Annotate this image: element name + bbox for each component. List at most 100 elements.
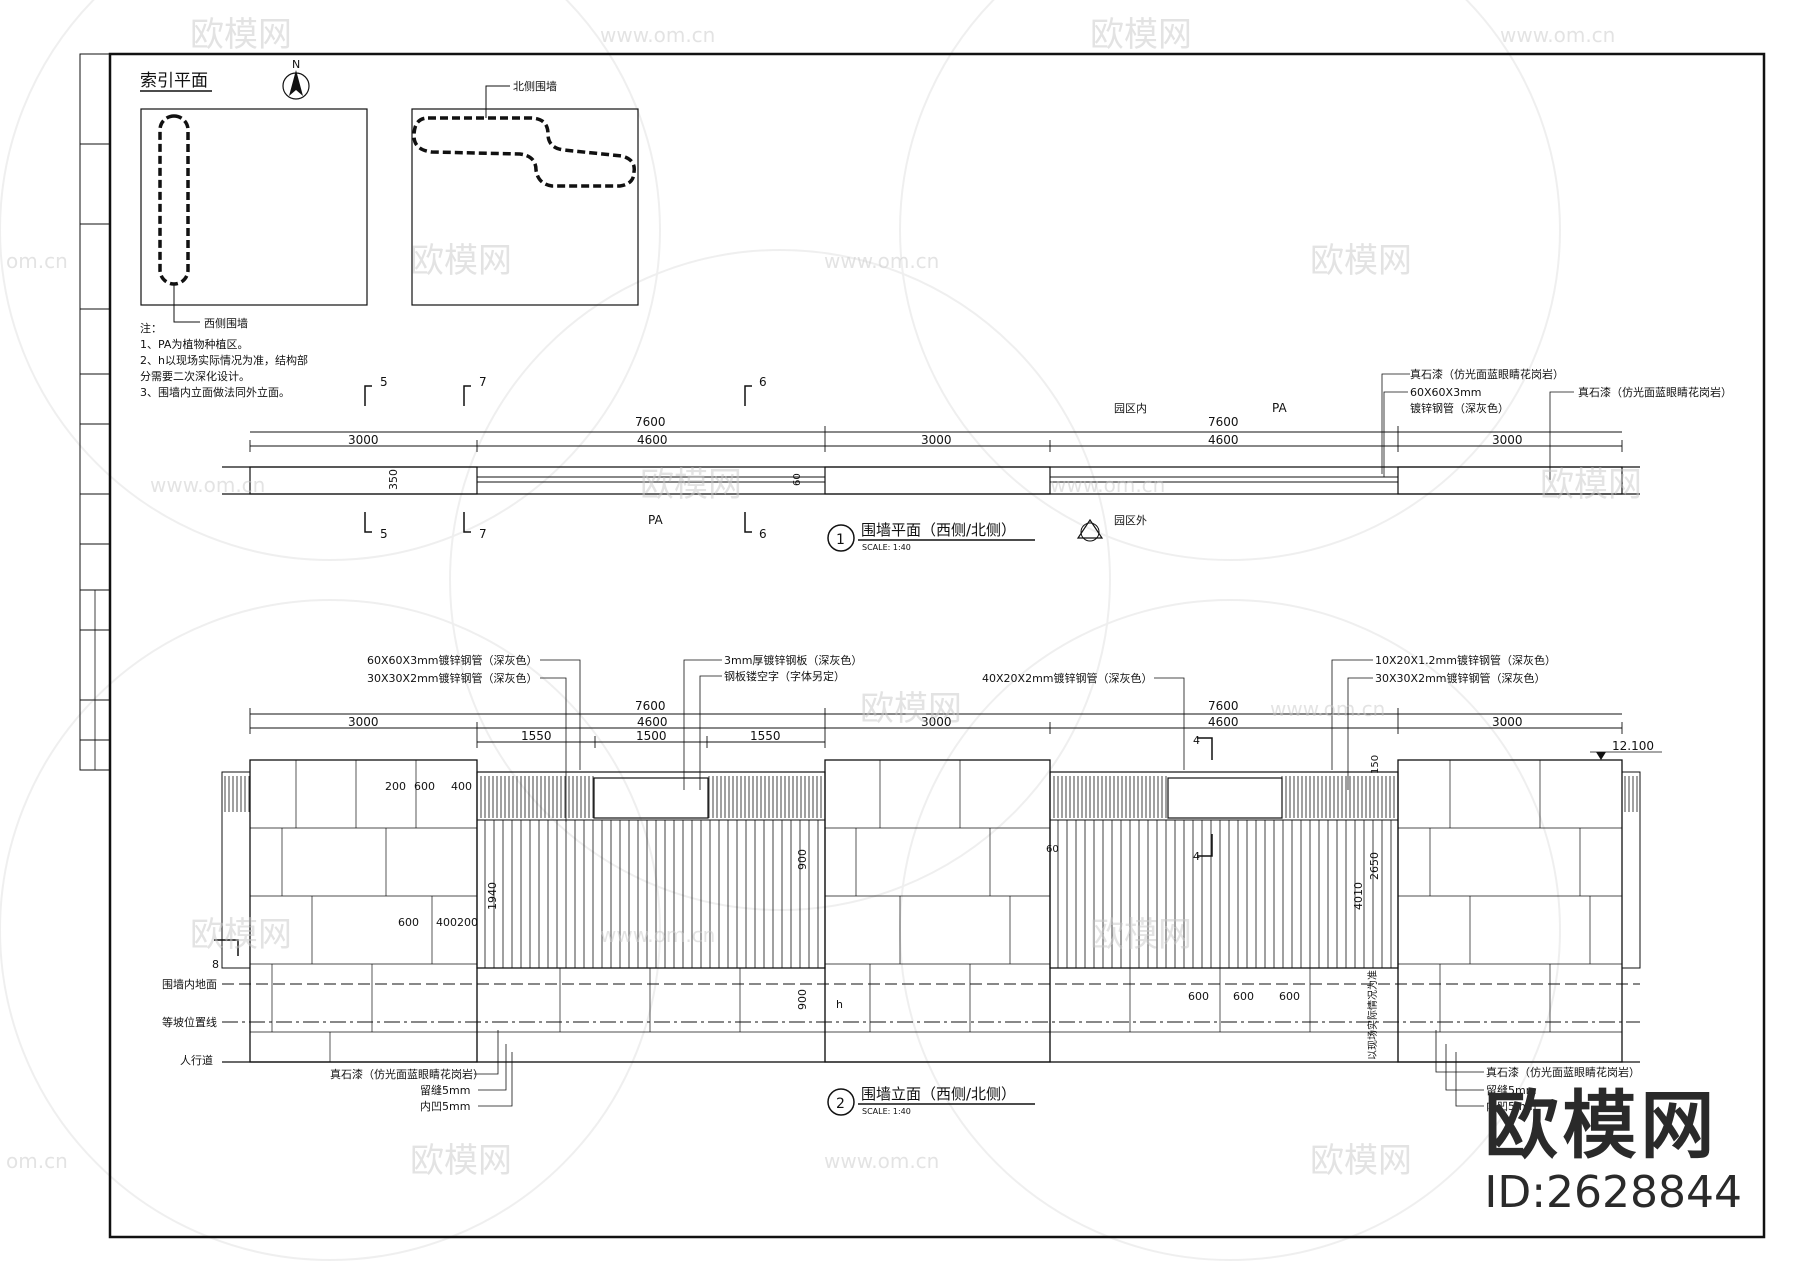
elev-dim-label: 400200 bbox=[436, 916, 478, 929]
pa-label: PA bbox=[1272, 401, 1287, 415]
plan-dim-top: 7600 bbox=[1208, 415, 1239, 429]
material-label: 内凹5mm bbox=[420, 1099, 470, 1113]
elev-callout: 钢板镂空字（字体另定） bbox=[724, 669, 845, 683]
material-label: 内凹5mm bbox=[1486, 1099, 1536, 1113]
elev-leaders bbox=[540, 659, 1373, 822]
elev-subdim: 1550 bbox=[521, 729, 552, 743]
plan-callout: 真石漆（仿光面蓝眼睛花岗岩） bbox=[1578, 385, 1732, 399]
index-plan: 索引平面 N 西侧围墙 北侧围墙 bbox=[140, 58, 639, 330]
watermark-text: 欧模网 www.om.cn 欧模网 www.om.cn om.cn 欧模网 ww… bbox=[6, 15, 1642, 1181]
elev-callout: 30X30X2mm镀锌钢管（深灰色） bbox=[1375, 671, 1546, 685]
plan-dimensions bbox=[249, 426, 1623, 452]
section-markers bbox=[364, 385, 752, 533]
plan-title-num: 1 bbox=[836, 532, 845, 548]
watermark: www.om.cn bbox=[1270, 697, 1385, 721]
elev-dim-label: 60 bbox=[1046, 844, 1059, 855]
material-label: 真石漆（仿光面蓝眼睛花岗岩） bbox=[1486, 1065, 1640, 1079]
watermark: www.om.cn bbox=[600, 23, 715, 47]
elev-section-ref: 4 bbox=[1193, 850, 1200, 863]
plan-title-badge bbox=[827, 524, 855, 552]
watermark: www.om.cn bbox=[1500, 23, 1615, 47]
plan-dim: 4600 bbox=[1208, 433, 1239, 447]
material-label: 留缝5mm bbox=[1486, 1083, 1536, 1097]
elev-dim-label: 400 bbox=[451, 780, 472, 793]
watermark: www.om.cn bbox=[150, 473, 265, 497]
north-wall-outline bbox=[412, 116, 636, 188]
elev-dim-label: 900 bbox=[796, 849, 809, 870]
watermark: 欧模网 bbox=[190, 15, 292, 55]
elev-callout: 3mm厚镀锌钢板（深灰色） bbox=[724, 653, 862, 667]
frame bbox=[79, 52, 1766, 1239]
plan-dim: 3000 bbox=[921, 433, 952, 447]
section-ref: 5 bbox=[380, 375, 388, 389]
watermark: www.om.cn bbox=[824, 1149, 939, 1173]
elev-dim: 4600 bbox=[637, 715, 668, 729]
elev-dim-label: 600 bbox=[398, 916, 419, 929]
plan-gap: 60 bbox=[792, 473, 803, 486]
elev-dim-top: 7600 bbox=[635, 699, 666, 713]
brand-stamp: 欧模网 ID:2628844 bbox=[1484, 1089, 1742, 1217]
watermark: 欧模网 bbox=[1090, 915, 1192, 955]
elev-dim-label: 1940 bbox=[486, 882, 499, 910]
note-line: 1、PA为植物种植区。 bbox=[140, 337, 248, 351]
watermark: www.om.cn bbox=[1050, 473, 1165, 497]
elev-dim-label: 600 bbox=[1188, 990, 1209, 1003]
north-index-box bbox=[411, 108, 639, 306]
elev-callout: 60X60X3mm镀锌钢管（深灰色） bbox=[367, 653, 538, 667]
north-label: N bbox=[292, 58, 300, 71]
north-wall-label: 北侧围墙 bbox=[513, 79, 557, 93]
watermark: 欧模网 bbox=[640, 465, 742, 505]
material-leaders bbox=[474, 1030, 1484, 1107]
plan-callout: 60X60X3mm bbox=[1410, 386, 1482, 399]
north-arrow-icon bbox=[282, 70, 310, 100]
note-line: 注： bbox=[140, 321, 162, 335]
fence-pickets bbox=[224, 776, 1638, 968]
plan-wall-strip bbox=[222, 466, 1640, 495]
watermark: om.cn bbox=[6, 1149, 68, 1173]
elev-title-num: 2 bbox=[836, 1096, 845, 1112]
elev-title: 围墙立面（西侧/北侧） bbox=[861, 1085, 1016, 1103]
watermark: 欧模网 bbox=[860, 689, 962, 729]
elev-section-ref: 8 bbox=[212, 958, 219, 971]
elev-section-ref: 4 bbox=[1193, 734, 1200, 747]
section-ref: 5 bbox=[380, 527, 388, 541]
plan-dim: 3000 bbox=[348, 433, 379, 447]
watermark: 欧模网 bbox=[410, 241, 512, 281]
elev-dim-top: 7600 bbox=[1208, 699, 1239, 713]
elev-dimensions bbox=[249, 708, 1623, 748]
pa-label: PA bbox=[648, 513, 663, 527]
watermark-layer bbox=[0, 0, 1561, 1261]
note-line: 2、h以现场实际情况为准，结构部 bbox=[140, 353, 308, 367]
brand-logo: 欧模网 bbox=[1484, 1082, 1719, 1169]
outside-label: 园区外 bbox=[1114, 514, 1147, 527]
west-wall-label: 西侧围墙 bbox=[204, 316, 248, 330]
elev-dim-label: 600 bbox=[1279, 990, 1300, 1003]
material-label: 留缝5mm bbox=[420, 1083, 470, 1097]
index-plan-title: 索引平面 bbox=[140, 71, 208, 91]
elev-subdim: 1550 bbox=[750, 729, 781, 743]
plan-dim-top: 7600 bbox=[635, 415, 666, 429]
watermark: 欧模网 bbox=[1310, 1141, 1412, 1181]
elev-dim-label: h bbox=[836, 998, 843, 1011]
plan-title: 围墙平面（西侧/北侧） bbox=[861, 521, 1016, 539]
wall-elevation: 60X60X3mm镀锌钢管（深灰色） 30X30X2mm镀锌钢管（深灰色） 3m… bbox=[162, 653, 1662, 1116]
elev-wall bbox=[221, 759, 1641, 1063]
note-line: 3、围墙内立面做法同外立面。 bbox=[140, 385, 290, 399]
plan-callout: 真石漆（仿光面蓝眼睛花岗岩） bbox=[1410, 367, 1564, 381]
elev-dim: 3000 bbox=[1492, 715, 1523, 729]
view-direction-icon bbox=[1076, 518, 1104, 542]
watermark: 欧模网 bbox=[1540, 465, 1642, 505]
elev-dim-label: 900 bbox=[796, 989, 809, 1010]
elev-dim-label: 2650 bbox=[1368, 852, 1381, 880]
elev-dim-label: 600 bbox=[414, 780, 435, 793]
wall-plan: 7600 7600 3000 4600 3000 4600 3000 350 6… bbox=[222, 367, 1732, 552]
brand-id: ID:2628844 bbox=[1484, 1166, 1742, 1218]
elev-dim-label: 200 bbox=[385, 780, 406, 793]
elev-callout: 30X30X2mm镀锌钢管（深灰色） bbox=[367, 671, 538, 685]
watermark: 欧模网 bbox=[1310, 241, 1412, 281]
elev-scale: SCALE: 1:40 bbox=[862, 1107, 911, 1116]
west-index-box bbox=[140, 108, 368, 306]
plan-callout: 镀锌钢管（深灰色） bbox=[1410, 401, 1509, 415]
watermark: 欧模网 bbox=[190, 915, 292, 955]
